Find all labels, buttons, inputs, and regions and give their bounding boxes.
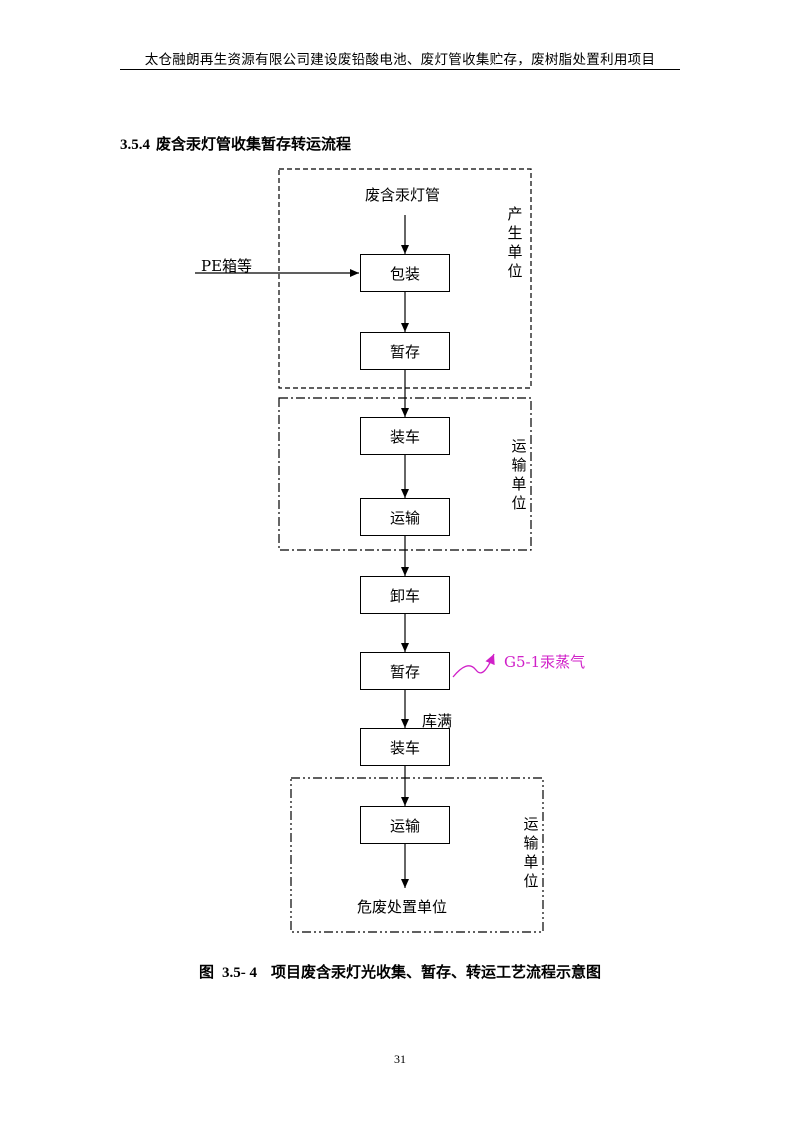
destination-label: 危废处置单位: [357, 898, 448, 916]
section-heading: 3.5.4 废含汞灯管收集暂存转运流程: [120, 133, 351, 154]
header-rule: [120, 69, 680, 70]
caption-text: 项目废含汞灯光收集、暂存、转运工艺流程示意图: [271, 963, 602, 981]
group-label-transport-unit-1: 运输单位: [511, 437, 527, 512]
caption-number: 3.5- 4: [222, 965, 257, 981]
emission-label: G5-1汞蒸气: [504, 653, 586, 671]
condition-label: 库满: [422, 712, 453, 730]
group-label-transport-unit-2: 运输单位: [523, 815, 539, 890]
node-loading-2: 装车: [360, 728, 450, 766]
group-label-production-unit: 产生单位: [507, 205, 523, 280]
figure-caption: 图 3.5- 4 项目废含汞灯光收集、暂存、转运工艺流程示意图: [0, 961, 800, 982]
section-number: 3.5.4: [120, 137, 150, 153]
page-number: 31: [394, 1052, 406, 1066]
node-storage-1: 暂存: [360, 332, 450, 370]
input-material-label: PE箱等: [201, 257, 253, 275]
emission-arrow: [452, 653, 495, 678]
source-label: 废含汞灯管: [365, 186, 441, 204]
caption-label: 图: [198, 963, 214, 981]
node-transport-1: 运输: [360, 498, 450, 536]
page-header: 太仓融朗再生资源有限公司建设废铅酸电池、废灯管收集贮存，废树脂处置利用项目: [144, 52, 656, 68]
node-loading-1: 装车: [360, 417, 450, 455]
node-transport-2: 运输: [360, 806, 450, 844]
node-unloading: 卸车: [360, 576, 450, 614]
transport-unit-boundary-2: [290, 777, 544, 933]
section-title: 废含汞灯管收集暂存转运流程: [156, 135, 352, 153]
node-packaging: 包装: [360, 254, 450, 292]
node-storage-2: 暂存: [360, 652, 450, 690]
